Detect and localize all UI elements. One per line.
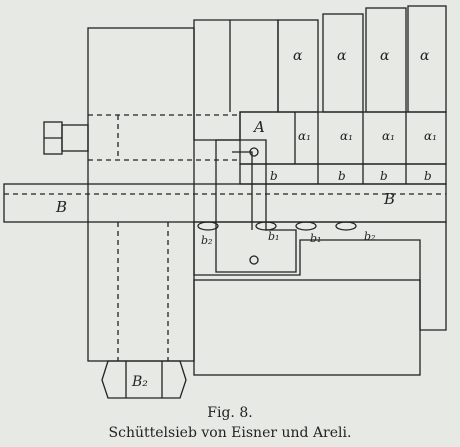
bracket-hole xyxy=(249,147,259,157)
label-b-sub-2: b₁ xyxy=(268,230,279,243)
slot-b1-b xyxy=(295,221,317,231)
lower-block xyxy=(193,279,421,376)
label-b-4: b xyxy=(424,169,432,183)
slot-b1-a xyxy=(255,221,277,231)
label-b-2: b xyxy=(338,169,346,183)
bracket-screw xyxy=(249,255,259,265)
label-b-sub-1: b₂ xyxy=(201,234,212,247)
label-b-1: b xyxy=(270,169,278,183)
label-B-left: B xyxy=(55,198,67,216)
figure-title: Schüttelsieb von Eisner und Areli. xyxy=(108,425,352,441)
angle-bracket xyxy=(215,139,297,273)
label-a1-2: α₁ xyxy=(340,129,353,143)
label-b-sub-4: b₂ xyxy=(364,230,375,243)
label-a1-4: α₁ xyxy=(424,129,437,143)
bolt-shaft xyxy=(61,124,89,152)
label-b-3: b xyxy=(380,169,388,183)
lower-housing xyxy=(193,221,447,331)
label-a-2: α xyxy=(337,48,347,64)
label-a-3: α xyxy=(380,48,390,64)
nut-B2 xyxy=(101,360,187,399)
figure-number: Fig. 8. xyxy=(207,405,253,421)
label-b-sub-3: b₁ xyxy=(310,232,321,245)
label-a-1: α xyxy=(293,48,303,64)
bar-B xyxy=(3,183,447,223)
label-a1-3: α₁ xyxy=(382,129,395,143)
label-B-right: B xyxy=(383,190,395,208)
plate-a-1 xyxy=(277,19,319,113)
slot-b2-left xyxy=(197,221,219,231)
label-a1-1: α₁ xyxy=(298,129,311,143)
slot-b2-right xyxy=(335,221,357,231)
label-a-4: α xyxy=(420,48,430,64)
upper-housing xyxy=(193,19,279,141)
label-A: A xyxy=(252,118,265,136)
label-B2: B₂ xyxy=(131,374,148,390)
